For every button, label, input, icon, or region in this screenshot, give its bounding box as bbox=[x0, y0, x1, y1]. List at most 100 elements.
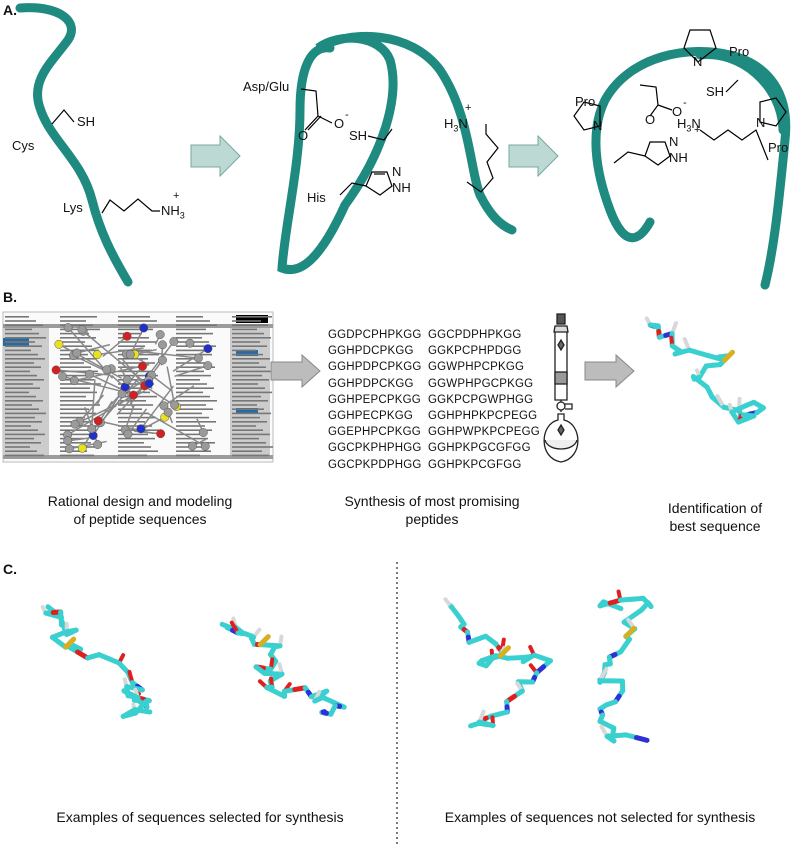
seq-text-line bbox=[118, 425, 152, 427]
seq-text-line bbox=[176, 345, 216, 347]
seq-text-line bbox=[5, 316, 29, 318]
seq-text-line bbox=[118, 437, 155, 440]
seq-text-line bbox=[176, 421, 216, 423]
seq-text-line bbox=[176, 324, 217, 326]
bond bbox=[76, 343, 111, 354]
label-n-ring-3: N bbox=[669, 134, 679, 149]
seq-text-line bbox=[5, 374, 37, 377]
atom bbox=[187, 441, 197, 451]
label-nh-ring-3: NH bbox=[669, 150, 688, 165]
seq-text-line bbox=[232, 433, 270, 436]
seq-text-line bbox=[5, 370, 30, 373]
seq-text-line bbox=[176, 379, 200, 381]
atom bbox=[77, 443, 87, 453]
seq-text-line bbox=[60, 332, 89, 335]
seq-text-line bbox=[5, 379, 44, 381]
seq-text-line bbox=[118, 320, 157, 322]
seq-text-line bbox=[60, 316, 97, 318]
structure-not-selected-1 bbox=[443, 597, 553, 729]
label-sh-2: SH bbox=[349, 128, 368, 143]
sequence-right-2: GGWPHPCPKGG bbox=[428, 361, 525, 374]
seq-text-line bbox=[60, 442, 91, 444]
bond bbox=[172, 348, 209, 372]
atom bbox=[159, 401, 169, 411]
label-o-3b: O bbox=[672, 104, 683, 119]
seq-text-line bbox=[232, 395, 261, 398]
seq-text-line bbox=[5, 400, 43, 402]
sequence-left-2: GGHPDPCPKGG bbox=[328, 361, 422, 374]
bond bbox=[56, 369, 111, 376]
atom bbox=[51, 365, 61, 375]
caption-not-selected: Examples of sequences not selected for s… bbox=[444, 809, 756, 825]
atom bbox=[139, 323, 149, 333]
seq-text-line bbox=[176, 332, 213, 335]
atom bbox=[200, 441, 210, 451]
seq-text-line bbox=[232, 366, 266, 368]
seq-text-line bbox=[5, 442, 41, 444]
sequence-right-1: GGKPCPHPDGG bbox=[428, 345, 522, 358]
backbone-folded bbox=[591, 46, 791, 290]
bond bbox=[140, 385, 175, 430]
cys2-sidechain bbox=[367, 128, 393, 141]
seq-text-line bbox=[5, 362, 34, 364]
seq-text-line bbox=[118, 370, 151, 373]
atom bbox=[123, 429, 133, 439]
seq-text-line bbox=[5, 421, 42, 423]
seq-text-line bbox=[176, 383, 207, 385]
seq-text-line bbox=[232, 320, 261, 322]
sulfur-bond bbox=[63, 636, 77, 650]
atom bbox=[144, 379, 154, 389]
seq-text-line bbox=[5, 387, 40, 389]
seq-text-line bbox=[232, 349, 256, 352]
sulfur-bond bbox=[497, 645, 511, 659]
seq-text-line bbox=[118, 450, 158, 452]
seq-text-line bbox=[118, 345, 145, 347]
arrow-a2 bbox=[508, 134, 559, 178]
seq-text-line bbox=[176, 358, 201, 360]
seq-text-line bbox=[5, 366, 41, 368]
seq-text-line bbox=[232, 404, 257, 406]
seq-text-line bbox=[60, 374, 87, 377]
seq-text-line bbox=[176, 395, 210, 398]
seq-text-line bbox=[60, 433, 95, 436]
seq-text-line bbox=[5, 349, 31, 352]
seq-text-line bbox=[232, 337, 271, 339]
atom bbox=[158, 340, 167, 350]
seq-text-line bbox=[176, 374, 211, 377]
sequence-right-5: GGHPHPKPCPEGG bbox=[428, 410, 538, 423]
label-lys: Lys bbox=[63, 200, 83, 215]
atom bbox=[158, 355, 167, 365]
sequence-right-7: GGHPKPGCGFGG bbox=[428, 442, 531, 455]
seq-text-line bbox=[232, 370, 273, 373]
seq-text-line bbox=[5, 454, 44, 457]
label-h3n-3: H3N bbox=[677, 116, 701, 134]
bond bbox=[73, 354, 109, 373]
seq-text-line bbox=[176, 349, 205, 352]
bond bbox=[82, 330, 153, 390]
caption-selected: Examples of sequences selected for synth… bbox=[56, 809, 344, 825]
label-pro-3: Pro bbox=[768, 140, 789, 155]
seq-text-line bbox=[232, 345, 267, 347]
seq-text-line bbox=[60, 366, 91, 368]
seq-text-line bbox=[5, 412, 46, 415]
seq-text-line bbox=[60, 320, 86, 322]
seq-text-line bbox=[60, 437, 84, 440]
seq-text-line bbox=[5, 383, 33, 385]
seq-text-line bbox=[232, 446, 273, 448]
asp3-sidechain bbox=[639, 84, 673, 117]
seq-text-line bbox=[118, 412, 149, 415]
seq-text-line bbox=[5, 416, 35, 419]
seq-text-line bbox=[176, 408, 213, 410]
seq-text-line bbox=[118, 442, 144, 444]
panel-a-scheme bbox=[15, 3, 791, 290]
seq-text-line bbox=[60, 383, 101, 385]
seq-text-line bbox=[60, 391, 97, 394]
arrow-b1 bbox=[270, 353, 321, 389]
seq-text-line bbox=[118, 446, 151, 448]
atom bbox=[155, 330, 165, 340]
bond bbox=[163, 385, 195, 407]
bond bbox=[174, 364, 209, 378]
atom bbox=[63, 323, 73, 333]
seq-text-line bbox=[232, 454, 269, 457]
chromatography-apparatus bbox=[543, 313, 579, 463]
